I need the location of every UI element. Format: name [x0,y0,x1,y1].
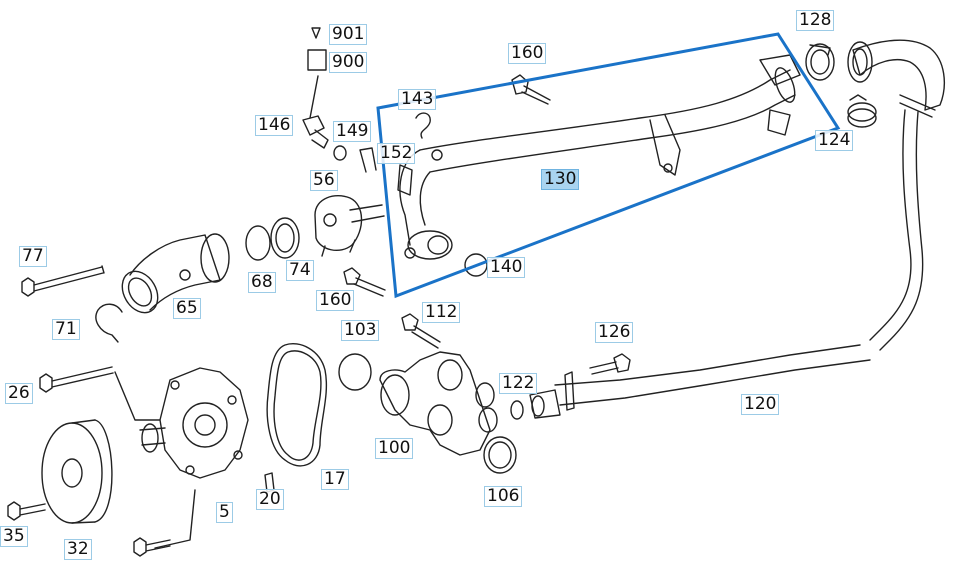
callout-128[interactable]: 128 [796,10,835,31]
clamp-128-drawing [805,43,835,81]
callout-112[interactable]: 112 [422,302,461,323]
seal-74-drawing [270,217,300,259]
callout-103[interactable]: 103 [341,320,380,341]
clip-152-drawing [359,147,377,173]
callout-65[interactable]: 65 [173,298,201,319]
thermostat-56-drawing [314,195,385,257]
callout-71[interactable]: 71 [52,319,80,340]
bolt-126-drawing [589,353,631,375]
callout-100[interactable]: 100 [375,438,414,459]
callout-77[interactable]: 77 [19,246,47,267]
clamp-124-drawing [847,94,877,128]
circlip-71-drawing [95,303,123,343]
pipe-130-drawing [397,54,801,260]
bolt-77-drawing [21,265,105,297]
bolt-lower-drawing [133,537,171,557]
fitting-drawing [529,389,561,419]
sensor-146-drawing [302,27,329,149]
housing-100-drawing [379,351,498,456]
clip-143-drawing [415,112,431,139]
callout-56[interactable]: 56 [310,170,338,191]
callout-160-bottom[interactable]: 160 [316,290,355,311]
callout-143[interactable]: 143 [398,89,437,110]
ring-106-drawing [483,436,517,474]
oring-122-drawing [510,400,524,420]
gasket-17-drawing [266,343,328,467]
callout-35[interactable]: 35 [0,526,28,547]
callout-5[interactable]: 5 [216,502,233,523]
callout-124[interactable]: 124 [815,130,854,151]
upper-hose-drawing [847,39,945,351]
callout-32[interactable]: 32 [64,539,92,560]
callout-26[interactable]: 26 [5,383,33,404]
callout-130-selected[interactable]: 130 [541,169,580,190]
callout-20[interactable]: 20 [256,489,284,510]
oring-103-drawing [338,353,372,391]
elbow-65-drawing [121,233,230,314]
callout-17[interactable]: 17 [321,469,349,490]
bolt-112-drawing [401,313,441,349]
pulley-32-drawing [41,419,113,524]
callout-146[interactable]: 146 [255,115,294,136]
oring-149-drawing [333,145,347,161]
bolt-26-drawing [39,366,114,393]
callout-140[interactable]: 140 [487,257,526,278]
callout-160-top[interactable]: 160 [508,43,547,64]
callout-901[interactable]: 901 [329,24,368,45]
bolt-160-bottom-drawing [343,267,386,297]
callout-106[interactable]: 106 [484,486,523,507]
callout-68[interactable]: 68 [248,272,276,293]
waterpump-5-drawing [139,367,249,479]
callout-120[interactable]: 120 [741,394,780,415]
leader-26-drawing [114,371,161,421]
callout-900[interactable]: 900 [329,52,368,73]
seal-68-drawing [245,225,271,261]
callout-152[interactable]: 152 [377,143,416,164]
selection-frame [376,32,841,299]
bolt-160-top-drawing [511,74,551,105]
callout-126[interactable]: 126 [595,322,634,343]
callout-122[interactable]: 122 [499,373,538,394]
leader-5-drawing [154,489,196,549]
callout-74[interactable]: 74 [286,260,314,281]
bolt-35-drawing [7,501,46,521]
callout-149[interactable]: 149 [333,121,372,142]
pipe-120-drawing [554,344,871,411]
